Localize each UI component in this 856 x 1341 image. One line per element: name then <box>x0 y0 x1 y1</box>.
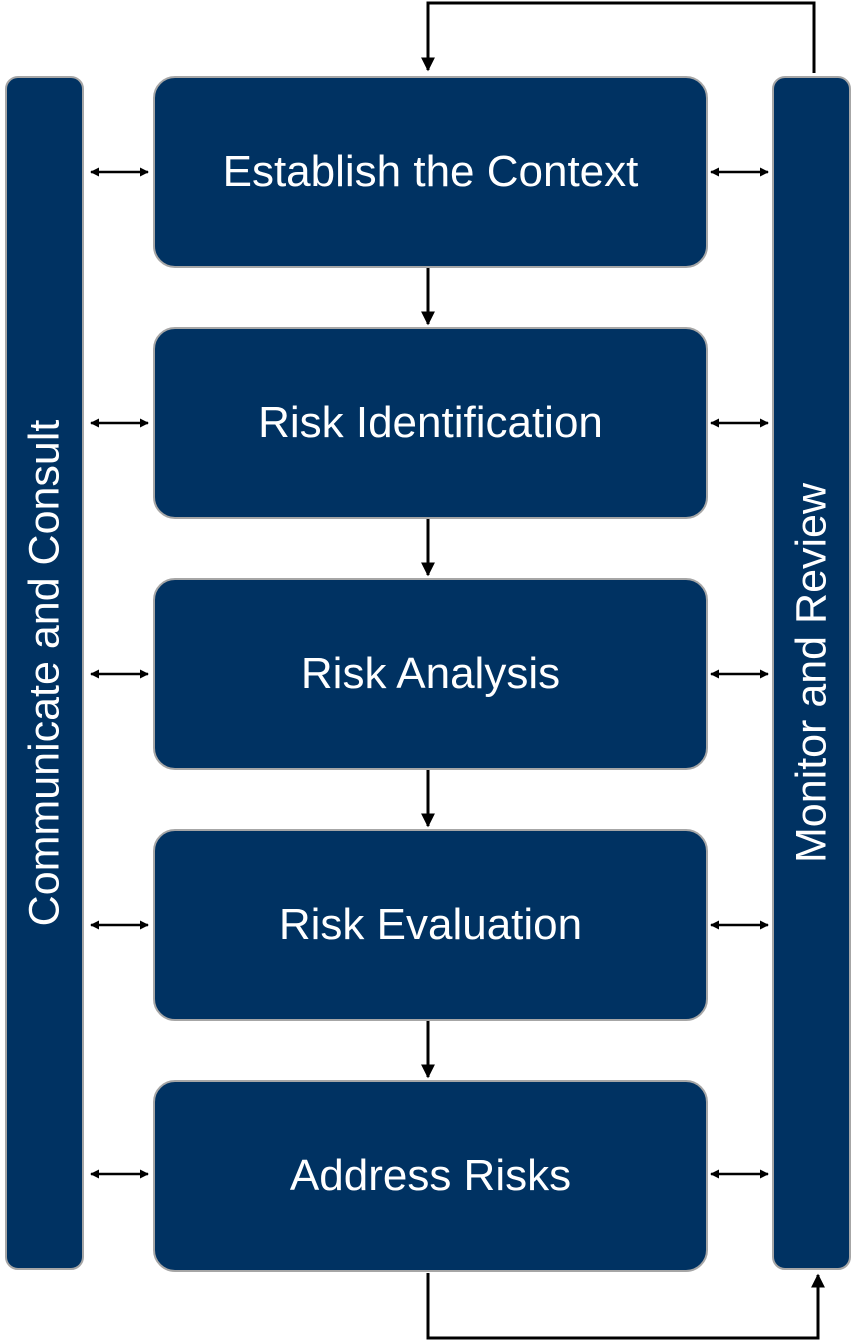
step-risk-evaluation: Risk Evaluation <box>153 829 708 1021</box>
step-risk-identification: Risk Identification <box>153 327 708 519</box>
step-risk-analysis: Risk Analysis <box>153 578 708 770</box>
step-label: Establish the Context <box>222 147 639 196</box>
feedback-loop-bottom-arrow <box>426 1273 825 1340</box>
step-label: Risk Evaluation <box>278 900 583 949</box>
step-address-risks: Address Risks <box>153 1080 708 1272</box>
monitor-and-review-bar: Monitor and Review <box>772 76 851 1270</box>
step-label: Risk Identification <box>258 398 603 447</box>
communicate-and-consult-bar: Communicate and Consult <box>5 76 84 1270</box>
step-label: Address Risks <box>289 1151 572 1200</box>
step-label: Risk Analysis <box>300 649 561 698</box>
feedback-loop-top-arrow <box>421 1 816 73</box>
step-establish-context: Establish the Context <box>153 76 708 268</box>
